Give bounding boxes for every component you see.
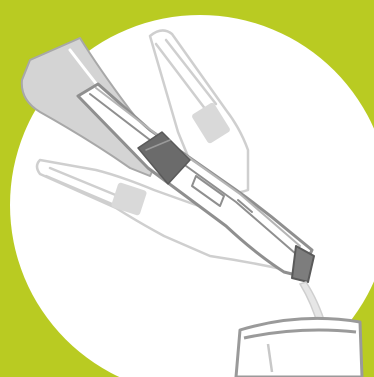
wine-glass (236, 318, 362, 377)
